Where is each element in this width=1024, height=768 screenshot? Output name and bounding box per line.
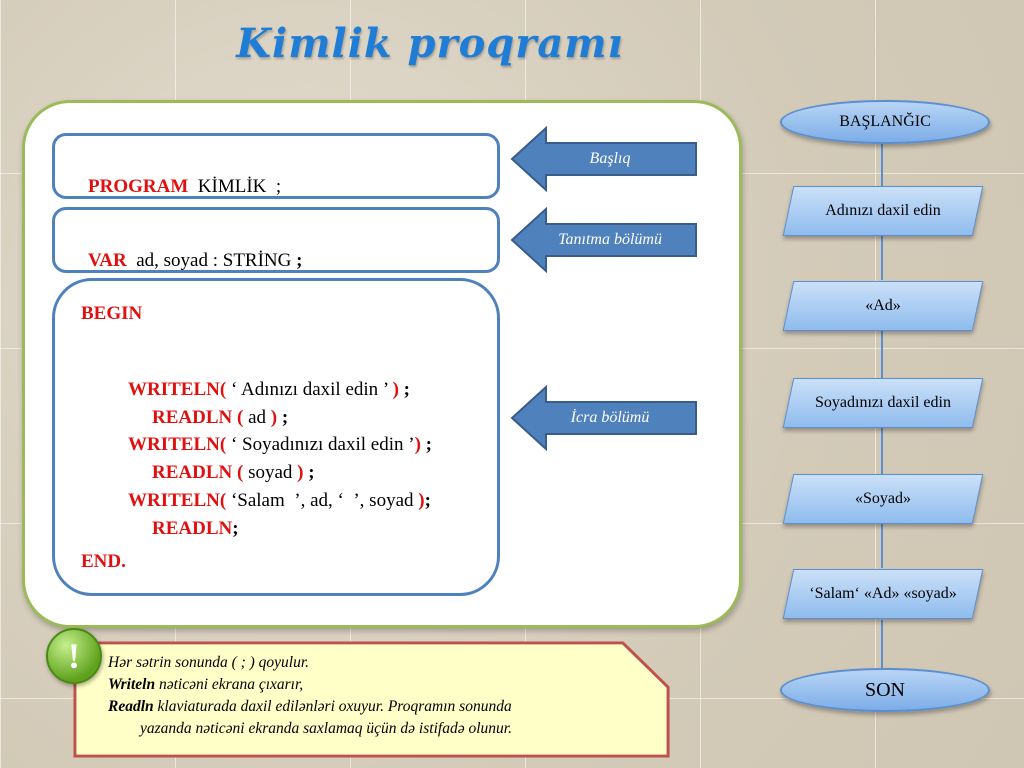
flow-connector xyxy=(881,522,883,568)
exclamation-icon: ! xyxy=(46,628,102,684)
program-header-box: PROGRAM KİMLİK ; xyxy=(52,133,500,199)
code-line: READLN ( soyad ) ; xyxy=(152,462,315,483)
flowchart-start: BAŞLANĞIC xyxy=(780,100,990,144)
flow-connector xyxy=(881,330,883,378)
code-line: WRITELN( ‘ Adınızı daxil edin ’ ) ; xyxy=(128,379,410,400)
flow-connector xyxy=(881,236,883,280)
note-callout xyxy=(73,641,670,758)
flowchart-step: ‘Salam‘ «Ad» «soyad» xyxy=(782,569,984,619)
flow-connector xyxy=(881,620,883,668)
flowchart-step: «Ad» xyxy=(782,281,984,331)
keyword-end: END. xyxy=(81,551,126,572)
keyword-begin: BEGIN xyxy=(81,303,143,324)
execution-block-box: BEGIN WRITELN( ‘ Adınızı daxil edin ’ ) … xyxy=(52,278,500,596)
arrow-label-header: Başlıq xyxy=(589,150,631,167)
arrow-label-execution: İcra bölümü xyxy=(570,409,650,426)
arrow-left-icon xyxy=(510,385,697,451)
code-line: WRITELN( ‘ Soyadınızı daxil edin ’) ; xyxy=(128,434,432,455)
code-line: WRITELN( ‘Salam ’, ad, ‘ ’, soyad ); xyxy=(128,490,431,511)
flowchart-step: «Soyad» xyxy=(782,474,984,524)
flowchart-end: SON xyxy=(780,668,990,712)
var-declaration-box: VAR ad, soyad : STRİNG ; xyxy=(52,207,500,273)
var-semicolon: ; xyxy=(296,250,303,271)
flow-connector xyxy=(881,140,883,186)
keyword-var: VAR xyxy=(88,250,127,271)
code-line: READLN; xyxy=(152,518,239,539)
page-title: Kimlik proqramı xyxy=(236,20,624,67)
arrow-label-declaration: Tanıtma bölümü xyxy=(558,231,662,248)
note-text: Hər sətrin sonunda ( ; ) qoyulur. Writel… xyxy=(108,654,512,737)
arrow-left-icon xyxy=(510,126,697,192)
code-line: READLN ( ad ) ; xyxy=(152,407,289,428)
arrow-left-icon xyxy=(510,207,697,273)
flowchart-step: Soyadınızı daxil edin xyxy=(782,378,984,428)
program-name: KİMLİK ; xyxy=(188,176,282,197)
flow-connector xyxy=(881,428,883,474)
flowchart-step: Adınızı daxil edin xyxy=(782,186,984,236)
keyword-program: PROGRAM xyxy=(88,176,189,197)
var-list: ad, soyad : STRİNG xyxy=(126,250,297,271)
